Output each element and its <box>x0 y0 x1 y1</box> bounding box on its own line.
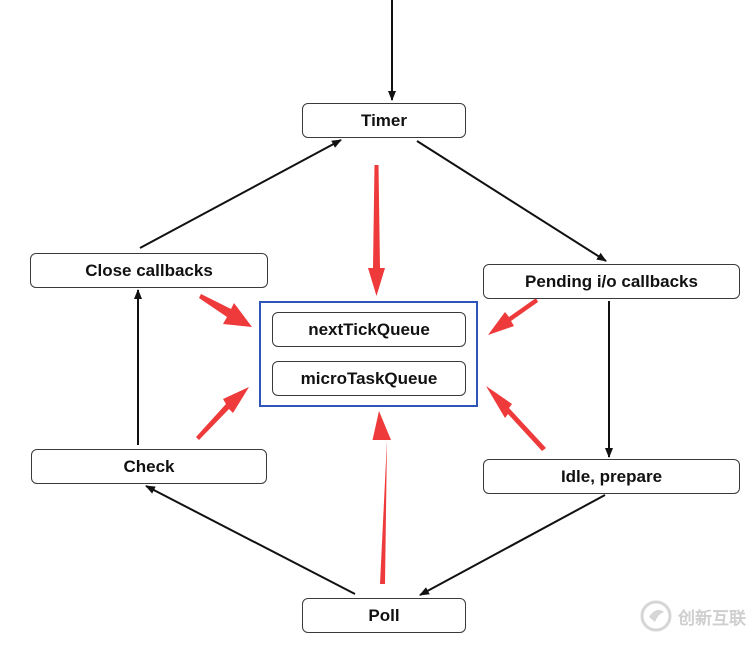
close-callbacks-node: Close callbacks <box>30 253 268 288</box>
micro-task-queue-label: microTaskQueue <box>300 368 438 388</box>
arrow-idle-to-poll <box>419 494 606 596</box>
next-tick-queue-node: nextTickQueue <box>272 312 466 347</box>
watermark: 创新互联 <box>640 600 746 632</box>
watermark-text: 创新互联 <box>678 608 746 629</box>
arrow-poll-to-check <box>145 485 356 595</box>
red-arrow-from-close <box>199 294 252 327</box>
brand-logo-icon <box>640 600 672 632</box>
timer-label: Timer <box>361 110 407 130</box>
red-arrow-from-top <box>368 165 385 296</box>
red-arrow-from-idle <box>486 386 546 451</box>
check-label: Check <box>123 456 175 476</box>
red-arrow-from-check <box>196 387 249 440</box>
idle-prepare-node: Idle, prepare <box>483 459 740 494</box>
red-arrow-from-bottom <box>372 411 391 584</box>
arrow-close-to-timer <box>139 139 342 249</box>
poll-node: Poll <box>302 598 466 633</box>
close-callbacks-label: Close callbacks <box>85 260 213 280</box>
check-node: Check <box>31 449 267 484</box>
arrow-timer-to-pending <box>416 140 607 262</box>
next-tick-queue-label: nextTickQueue <box>308 319 430 339</box>
poll-label: Poll <box>368 605 400 625</box>
idle-prepare-label: Idle, prepare <box>560 466 663 486</box>
micro-task-queue-node: microTaskQueue <box>272 361 466 396</box>
timer-node: Timer <box>302 103 466 138</box>
red-arrow-from-pending <box>488 298 538 335</box>
pending-io-callbacks-label: Pending i/o callbacks <box>525 271 698 291</box>
pending-io-callbacks-node: Pending i/o callbacks <box>483 264 740 299</box>
